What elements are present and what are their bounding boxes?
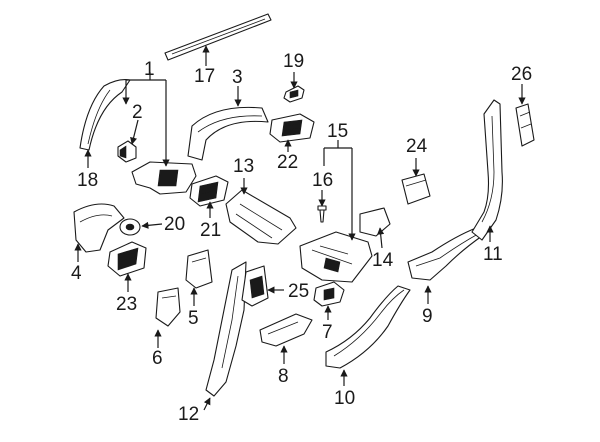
callout-10: 10 (334, 388, 355, 409)
part-18-pillar-strip (79, 79, 131, 151)
callout-6: 6 (152, 348, 163, 369)
callout-7: 7 (322, 322, 333, 343)
part-2-clip (117, 140, 137, 163)
callout-26: 26 (511, 64, 532, 85)
callout-22: 22 (277, 152, 298, 173)
part-24-block (401, 173, 431, 205)
callout-9: 9 (422, 306, 433, 327)
callout-labels: 1 2 3 4 5 6 7 8 9 10 11 12 13 14 15 16 1… (71, 51, 532, 425)
part-10-lower-duct (325, 285, 411, 369)
callout-24: 24 (406, 136, 428, 157)
part-19-clip (283, 85, 305, 103)
callout-18: 18 (77, 170, 98, 191)
callout-23: 23 (116, 294, 137, 315)
callout-13: 13 (233, 156, 254, 177)
callout-12: 12 (178, 404, 199, 425)
callout-21: 21 (200, 220, 221, 241)
leader-lines (74, 45, 526, 411)
callout-3: 3 (232, 67, 243, 88)
callout-5: 5 (188, 308, 199, 329)
callout-17: 17 (194, 66, 215, 87)
part-20-grommet (119, 218, 141, 236)
part-16-screw (317, 205, 327, 223)
part-26-clip (515, 103, 535, 147)
part-14-heater-housing (299, 231, 373, 283)
part-3-duct (187, 106, 269, 161)
part-8-floor-duct (259, 313, 313, 347)
callout-2: 2 (132, 102, 143, 123)
callout-8: 8 (278, 366, 289, 387)
callout-14: 14 (372, 250, 394, 271)
callout-16: 16 (312, 170, 333, 191)
part-21-vent (189, 175, 229, 207)
part-17-defroster-strip (164, 13, 272, 61)
part-5-duct (185, 249, 213, 289)
callout-11: 11 (483, 244, 503, 265)
part-25-duct (241, 265, 269, 307)
part-14-bracket (359, 207, 391, 237)
part-6-bracket (155, 287, 181, 327)
callout-15: 15 (327, 121, 348, 142)
part-23-side-vent (107, 241, 147, 277)
part-13-glove-box (225, 189, 297, 245)
callout-19: 19 (283, 51, 304, 72)
part-9-right-duct (407, 227, 483, 281)
part-1-center-vent (131, 161, 197, 195)
part-11-tall-duct (471, 99, 503, 241)
part-4-left-duct (73, 203, 125, 253)
callout-1: 1 (144, 59, 155, 80)
callout-20: 20 (164, 214, 185, 235)
callout-4: 4 (71, 263, 82, 284)
callout-25: 25 (288, 281, 309, 302)
part-7-clip (313, 281, 345, 307)
part-22-vent (269, 113, 315, 143)
